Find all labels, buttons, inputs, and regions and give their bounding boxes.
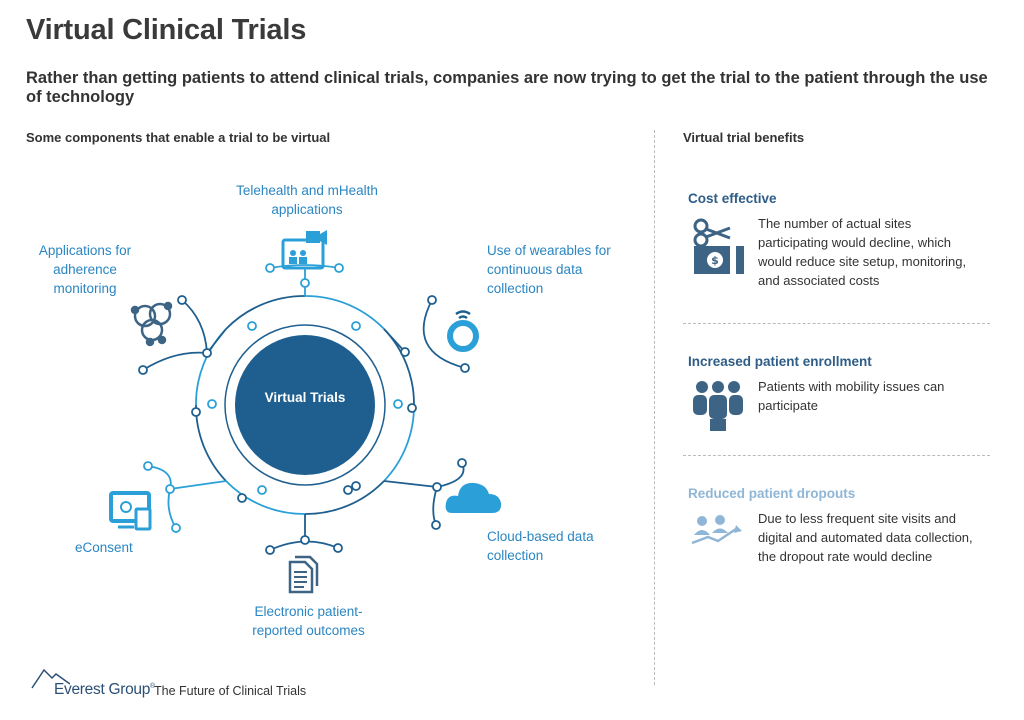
benefit-text: The number of actual sites participating… [758,216,967,288]
benefit-title: Reduced patient dropouts [688,486,856,501]
node-dot [247,321,257,331]
node-dot [177,295,187,305]
outer-arc [304,295,385,330]
cloud-icon [445,482,502,513]
people-group-icon [693,381,743,431]
benefits-heading: Virtual trial benefits [683,130,805,145]
node-dot [431,520,441,530]
branch-arc [142,351,208,371]
outer-arc [195,328,227,406]
benefit-text: Due to less frequent site visits and dig… [758,511,973,564]
node-dot [333,543,343,553]
node-dot [265,545,275,555]
spoke-line [169,480,227,490]
component-label-wearables: Use of wearables for continuous data col… [487,243,611,296]
svg-text:$: $ [711,254,719,267]
node-dot [191,407,201,417]
branch-arc [432,486,438,526]
page-title: Virtual Clinical Trials [26,14,307,46]
benefit-cost-effective: Cost effective $ The number of actual si… [688,191,988,290]
node-dot [343,485,353,495]
branch-arc [422,299,466,369]
node-dot [300,535,310,545]
section-divider [654,130,655,685]
footer-brand-name: Everest Group [54,681,151,698]
outer-arc [383,404,415,482]
people-trend-icon [691,515,742,545]
node-dot [202,348,212,358]
node-dot [143,461,153,471]
components-heading: Some components that enable a trial to b… [26,130,331,145]
node-dot [457,458,467,468]
node-dot [427,295,437,305]
node-dot [400,347,410,357]
page-subtitle: Rather than getting patients to attend c… [26,69,988,106]
benefit-title: Increased patient enrollment [688,354,872,369]
component-label-adherence: Applications for adherence monitoring [38,243,132,296]
node-dot [207,399,217,409]
spoke-line [383,480,438,488]
node-dot [300,278,310,288]
benefit-title: Cost effective [688,191,777,206]
telehealth-icon [281,230,327,270]
component-label-telehealth: Telehealth and mHealth applications [236,183,378,217]
inner-ring [224,324,386,486]
benefit-divider [683,455,990,456]
scissors-cost-icon: $ [693,218,744,274]
node-dot [165,484,175,494]
node-dot [257,485,267,495]
component-label-econsent: eConsent [75,540,133,555]
benefit-text: Patients with mobility issues can partic… [758,379,945,413]
node-dot [351,481,361,491]
benefit-divider [683,323,990,324]
spoke-line [383,328,406,353]
network-circles-icon [130,301,173,347]
footer-text: The Future of Clinical Trials [154,684,307,698]
footer-brand-mark: ® [150,682,155,690]
benefit-increased-enrollment: Increased patient enrollment Patients wi… [688,354,988,431]
component-label-epro: Electronic patient-reported outcomes [252,604,365,638]
node-dot [432,482,442,492]
footer: Everest Group® The Future of Clinical Tr… [30,664,350,700]
benefit-reduced-dropouts: Reduced patient dropouts Due to less fre… [688,486,988,566]
footer-brand: Everest Group® [54,681,155,699]
node-dot [138,365,148,375]
center-label: Virtual Trials [264,390,346,405]
outer-arc [383,328,415,406]
node-dot [171,523,181,533]
node-dot [351,321,361,331]
node-dot [407,403,417,413]
node-dot [237,493,247,503]
branch-arc [147,465,177,529]
devices-icon [109,491,152,531]
wearable-ring-icon [447,310,479,352]
node-dot [265,263,275,273]
center-circle [235,335,375,475]
outer-arc [304,480,385,515]
branch-arc [181,299,208,354]
virtual-trials-diagram [109,230,502,594]
document-icon [288,555,319,594]
node-dot [334,263,344,273]
outer-arc [225,295,306,330]
outer-arc [195,404,227,482]
branch-arc [269,264,340,269]
outer-arc [225,480,306,515]
node-dot [393,399,403,409]
node-dot [460,363,470,373]
spoke-line [206,328,227,354]
everest-logo-icon [31,668,70,689]
component-label-cloud: Cloud-based data collection [487,529,594,563]
